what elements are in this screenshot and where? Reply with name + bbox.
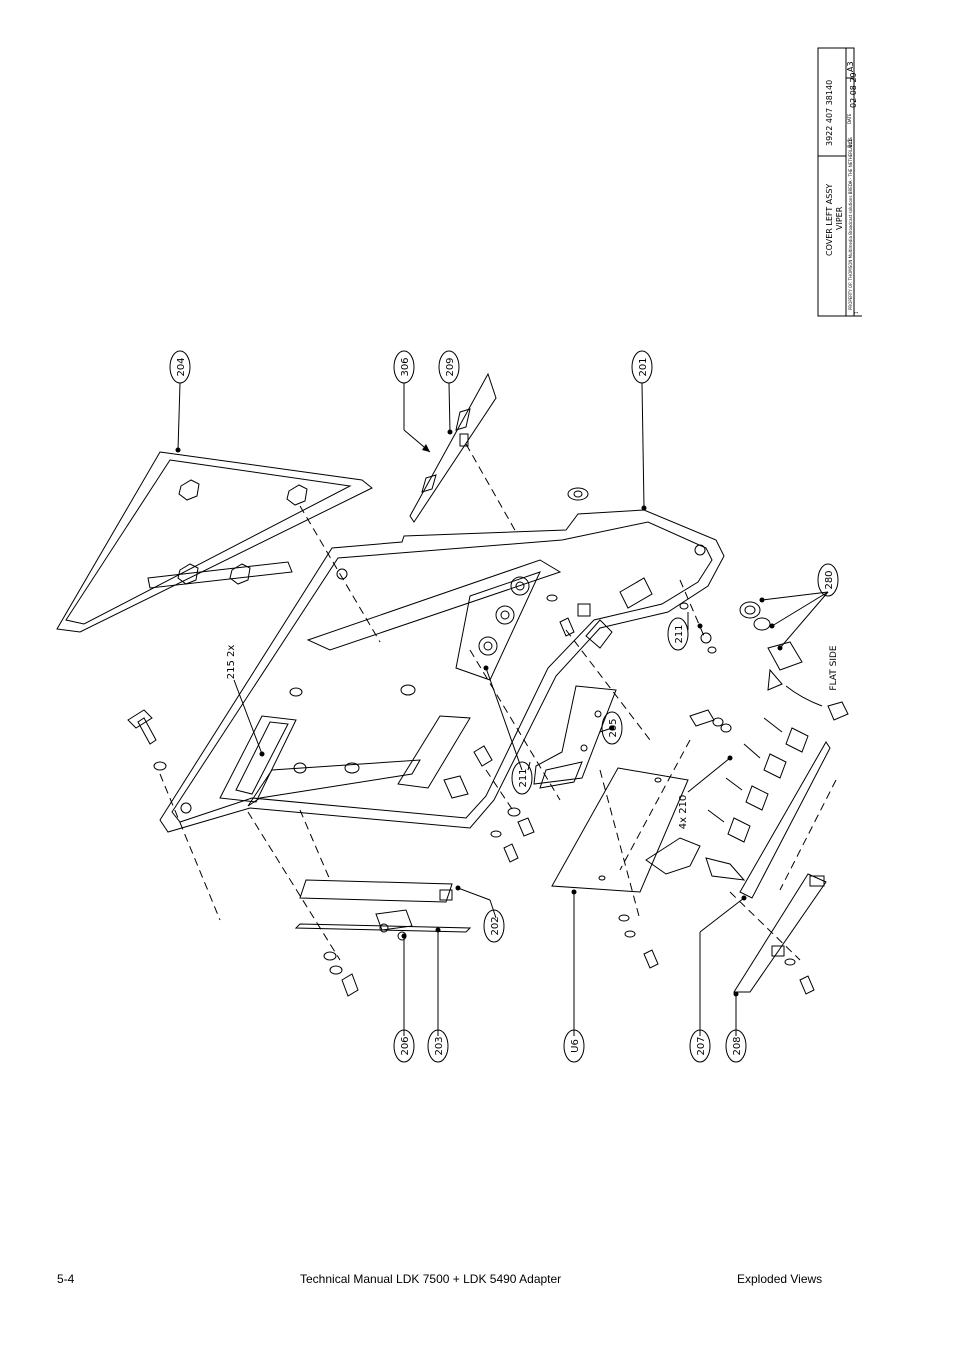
bracket-205 (533, 685, 617, 789)
footer-manual-title: Technical Manual LDK 7500 + LDK 5490 Ada… (300, 1272, 562, 1286)
callout-208: 208 (732, 1036, 743, 1055)
strip-209 (409, 372, 497, 523)
cover-frame-201 (159, 487, 725, 833)
title-block (817, 47, 862, 317)
panel-204 (56, 451, 373, 633)
callout-circles (169, 350, 839, 1063)
title-block-size: A3 (846, 61, 855, 72)
callout-211-lower: 211 (518, 768, 529, 787)
title-block-scale: 1:1 (847, 138, 854, 148)
flat-side-label: FLAT SIDE (829, 645, 839, 691)
title-block-number: 3922 407 38140 (825, 80, 834, 146)
callout-306: 306 (400, 357, 411, 376)
callout-205: 205 (608, 718, 619, 737)
quantity-215: 215 2x (226, 645, 237, 680)
bracket-202 (294, 879, 472, 941)
leader-lines (177, 382, 829, 1036)
callout-206: 206 (400, 1036, 411, 1055)
pcb-u6 (551, 767, 701, 893)
callout-209: 209 (445, 357, 456, 376)
title-block-sheet: 1 (854, 311, 859, 314)
callout-211-upper: 211 (674, 624, 685, 643)
callout-204: 204 (176, 357, 187, 376)
callout-202: 202 (490, 916, 501, 935)
callout-201: 201 (638, 357, 649, 376)
footer-page-number: 5-4 (57, 1272, 75, 1286)
title-block-subtitle: VIPER (835, 206, 844, 230)
title-block-title: COVER LEFT ASSY (825, 184, 834, 256)
footer-section: Exploded Views (737, 1272, 823, 1286)
strip-208 (733, 873, 827, 993)
assembly-lines (159, 443, 837, 961)
quantity-210: 4x 210 (678, 795, 689, 830)
title-block-date-label: DATE (847, 113, 852, 124)
connector-280 (679, 601, 849, 721)
callout-203: 203 (434, 1036, 445, 1055)
callout-u6: U6 (570, 1039, 581, 1053)
callout-207: 207 (696, 1036, 707, 1055)
title-block-property: PROPERTY OF: THOMSON Multimedia Broadcas… (848, 137, 853, 310)
screws (127, 594, 815, 997)
switch-board-207 (705, 717, 831, 899)
title-block-date: 02 08 29 (849, 72, 858, 108)
callout-280: 280 (824, 570, 835, 589)
leader-dots (175, 429, 783, 997)
